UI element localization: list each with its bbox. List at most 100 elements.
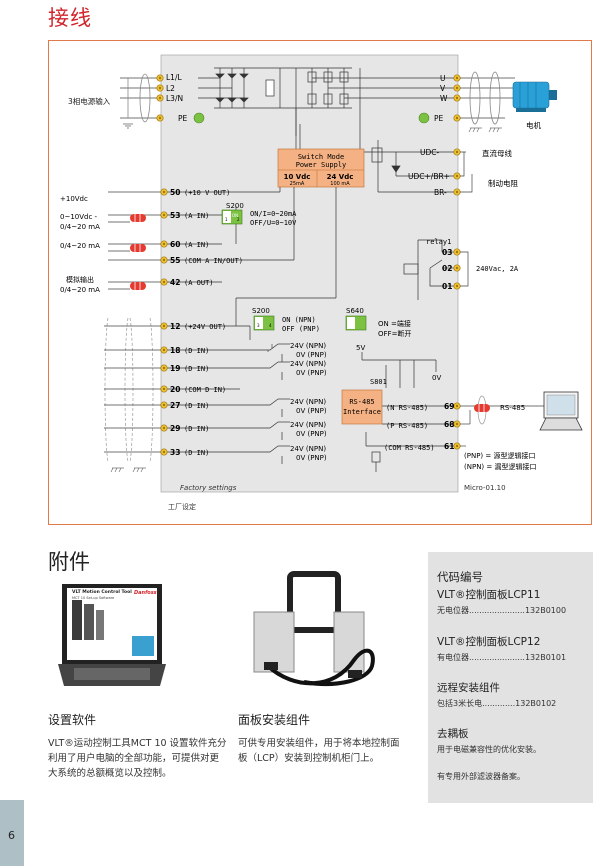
din18-0v: 0V (PNP) — [296, 351, 327, 359]
motor-label: 电机 — [526, 120, 541, 130]
terminal-pe-in: PE — [178, 114, 188, 123]
rs485-com-label: (COM RS-485) — [384, 444, 435, 452]
accessory-title-panel-kit: 面板安装组件 — [238, 713, 311, 727]
rs485-box-line2: Interface — [343, 408, 381, 416]
page-tab — [0, 800, 24, 866]
terminal-br-minus: BR- — [434, 188, 447, 197]
brake-resistor-label: 制动电阻 — [488, 178, 518, 188]
software-screen-subtitle: MCT 10 Set-up Software — [72, 596, 115, 600]
relay-name: relay1 — [426, 238, 451, 246]
smps-10v-current: 25mA — [290, 181, 305, 187]
accessory-body-panel-kit: 可供专用安装组件，用于将本地控制面 板（LCP）安装到控制机柜门上。 — [238, 736, 418, 766]
terminal-18: 18 — [170, 346, 180, 355]
switch-s200-a-off-text: OFF/U=0~10V — [250, 219, 297, 227]
terminal-55-label: (COM A IN/OUT) — [184, 257, 243, 265]
ext-ao-label-a: 模拟输出 — [66, 275, 94, 284]
switch-pos-4: 4 — [269, 323, 272, 328]
terminal-udc-minus: UDC- — [420, 148, 440, 157]
switch-s640-off-text: OFF=断开 — [378, 329, 411, 338]
terminal-42: 42 — [170, 278, 180, 287]
control-wiring — [166, 187, 456, 472]
terminal-50: 50 — [170, 188, 180, 197]
mains-input-lines — [120, 73, 161, 123]
accessory-title-software: 设置软件 — [48, 713, 97, 727]
pe-ground-icon — [418, 112, 430, 124]
terminal-68: 68 — [444, 420, 454, 429]
laptop-icon — [539, 391, 583, 431]
terminal-w: W — [440, 94, 448, 103]
panel-kit-body-line: 板（LCP）安装到控制机柜门上。 — [238, 753, 380, 764]
din19-24v: 24V (NPN) — [290, 360, 326, 368]
ext-ai53-label-b: 0/4~20 mA — [60, 223, 100, 231]
order-group-line: 用于电磁兼容性的优化安装。 — [437, 745, 541, 754]
switch-pos-2: 2 — [237, 217, 240, 222]
terminal-27: 27 — [170, 401, 180, 410]
accessory-body-software: VLT®运动控制工具MCT 10 设置软件充分 利用了用户电脑的全部功能，可提供… — [48, 736, 238, 781]
terminal-l1: L1/L — [166, 73, 182, 82]
switch-s640-on-text: ON =端接 — [378, 319, 411, 328]
software-body-line: VLT®运动控制工具MCT 10 设置软件充分 — [48, 738, 227, 749]
switch-pos-3: 3 — [257, 323, 260, 328]
terminal-l2: L2 — [166, 84, 175, 93]
panel-kit-body-line: 可供专用安装组件，用于将本地控制面 — [238, 738, 400, 749]
terminal-udc-plus: UDC+/BR+ — [408, 172, 450, 181]
switch-s801-name: S801 — [370, 378, 387, 386]
terminal-u: U — [440, 74, 446, 83]
order-group-title: VLT®控制面板LCP11 — [437, 589, 541, 601]
motor-icon — [512, 81, 557, 112]
rs485-external-label: RS-485 — [500, 404, 525, 412]
rs485-n-label: (N RS-485) — [386, 404, 428, 412]
smps-line1: Switch Mode — [298, 153, 344, 161]
switch-s200-b-on-text: ON (NPN) — [282, 316, 316, 324]
panel-kit-image — [244, 570, 384, 694]
order-codes-title: 代码编号 — [437, 570, 483, 584]
rs485-0v: 0V — [432, 374, 441, 382]
terminal-12: 12 — [170, 322, 180, 331]
switch-s200-a-name: S200 — [226, 202, 244, 210]
rs485-interface-box — [341, 389, 383, 425]
terminal-55: 55 — [170, 256, 180, 265]
mains-input-label: 3相电源输入 — [68, 96, 111, 106]
rs485-5v: 5V — [356, 344, 365, 352]
switch-s200-a — [221, 209, 243, 225]
din19-0v: 0V (PNP) — [296, 369, 327, 377]
drive-body — [160, 54, 459, 493]
smps-10v: 10 Vdc — [284, 173, 311, 181]
terminal-29-label: (D IN) — [184, 425, 209, 433]
terminal-20: 20 — [170, 385, 180, 394]
terminal-pe-out: PE — [434, 114, 444, 123]
model-code: Micro-01.10 — [464, 484, 506, 492]
terminal-l3: L3/N — [166, 94, 183, 103]
terminal-27-label: (D IN) — [184, 402, 209, 410]
terminal-03: 03 — [442, 248, 452, 257]
ext-ai60-label: 0/4~20 mA — [60, 242, 100, 250]
terminal-53: 53 — [170, 211, 180, 220]
din27-24v: 24V (NPN) — [290, 398, 326, 406]
rs485-p-label: (P RS-485) — [386, 422, 428, 430]
terminal-20-label: (COM D IN) — [184, 386, 226, 394]
terminal-01: 01 — [442, 282, 452, 291]
terminal-v: V — [440, 84, 446, 93]
order-group-title: 远程安装组件 — [437, 682, 500, 694]
order-group-line: 无电位器......................132B0100 — [437, 606, 567, 615]
factory-settings-label: Factory settings — [180, 484, 237, 492]
software-body-line: 利用了用户电脑的全部功能，可提供对更 — [48, 753, 220, 764]
terminal-61: 61 — [444, 442, 454, 451]
order-group-line: 包括3米长电.............132B0102 — [437, 699, 557, 708]
external-analog-wiring — [104, 191, 161, 463]
pe-ground-icon — [193, 112, 205, 124]
terminal-19-label: (D IN) — [184, 365, 209, 373]
ext-ao-label-b: 0/4~20 mA — [60, 286, 100, 294]
terminal-60-label: (A IN) — [184, 241, 209, 249]
order-group-line: 有电位器......................132B0101 — [437, 653, 567, 662]
software-body-line: 大系统的总额概览以及控制。 — [48, 768, 172, 779]
terminal-33-label: (D IN) — [184, 449, 209, 457]
order-codes-note: 有专用外部滤波器备案。 — [437, 772, 525, 781]
switch-s200-b — [253, 315, 275, 331]
legend-pnp: (PNP) = 源型逻辑接口 — [464, 451, 535, 460]
terminal-19: 19 — [170, 364, 180, 373]
ext-10v-label: +10Vdc — [60, 195, 88, 203]
order-group-title: VLT®控制面板LCP12 — [437, 636, 541, 648]
terminal-12-label: (+24V OUT) — [184, 323, 226, 331]
relay-rating: 240Vac, 2A — [476, 265, 519, 273]
